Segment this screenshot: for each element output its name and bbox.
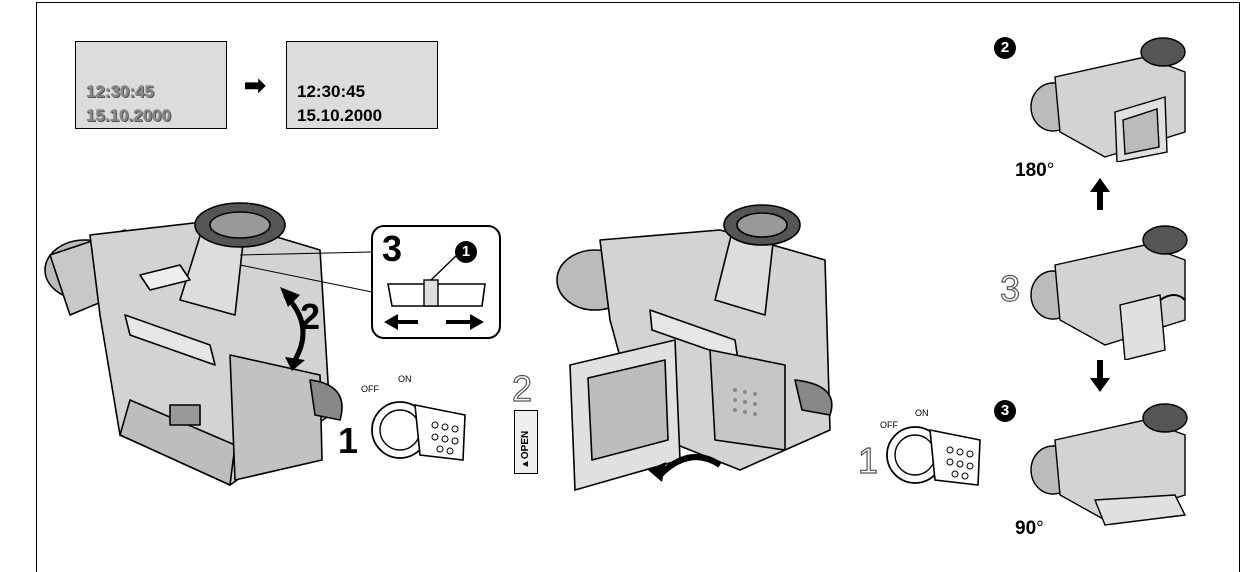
degree-symbol-2: ° <box>1036 518 1044 539</box>
diagram-frame <box>36 2 1240 572</box>
step-3-right: 3 <box>999 267 1021 309</box>
camera-center-illustration <box>556 204 833 491</box>
angle-90-label: 90° <box>1015 518 1044 540</box>
marker-3-icon: 3 <box>994 400 1016 422</box>
open-tab-label: ▲OPEN <box>520 430 531 469</box>
step-1-center: 1 <box>857 439 879 481</box>
power-dial-left <box>371 401 466 461</box>
screen-after: 12:30:45 15.10.2000 <box>286 41 438 129</box>
step-2-center: 2 <box>511 367 533 409</box>
date-after: 15.10.2000 <box>297 106 383 125</box>
camera-lcd-90 <box>1030 403 1188 526</box>
marker-1-icon: 1 <box>455 241 477 263</box>
angle-180-label: 180° <box>1015 160 1054 182</box>
dial-on-center: ON <box>915 408 929 418</box>
step-3-inset: 3 <box>382 228 403 269</box>
step-2-left: 2 <box>300 296 321 337</box>
arrow-down-icon <box>1090 360 1110 392</box>
inset-leader-lines <box>240 251 373 293</box>
arrow-up-icon <box>1090 178 1110 210</box>
time-after: 12:30:45 <box>297 82 366 101</box>
degree-symbol: ° <box>1046 160 1055 181</box>
angle-90-value: 90 <box>1015 518 1037 539</box>
arrow-right-icon: ➡ <box>244 70 266 100</box>
camera-left-illustration <box>44 202 343 486</box>
power-dial-center <box>886 426 981 486</box>
date-before: 15.10.2000 <box>86 106 172 125</box>
open-tab-icon: ▲OPEN <box>514 410 538 474</box>
camera-lcd-open <box>1030 225 1188 360</box>
marker-2-icon: 2 <box>994 37 1016 59</box>
time-before: 12:30:45 <box>86 82 155 101</box>
screen-before: 12:30:45 15.10.2000 <box>75 41 227 129</box>
dial-off-center: OFF <box>880 420 898 430</box>
dial-on-left: ON <box>398 374 412 384</box>
angle-180-value: 180 <box>1015 160 1047 181</box>
camera-lcd-180 <box>1030 37 1186 162</box>
step-1-left: 1 <box>338 420 359 461</box>
dial-off-left: OFF <box>361 384 379 394</box>
